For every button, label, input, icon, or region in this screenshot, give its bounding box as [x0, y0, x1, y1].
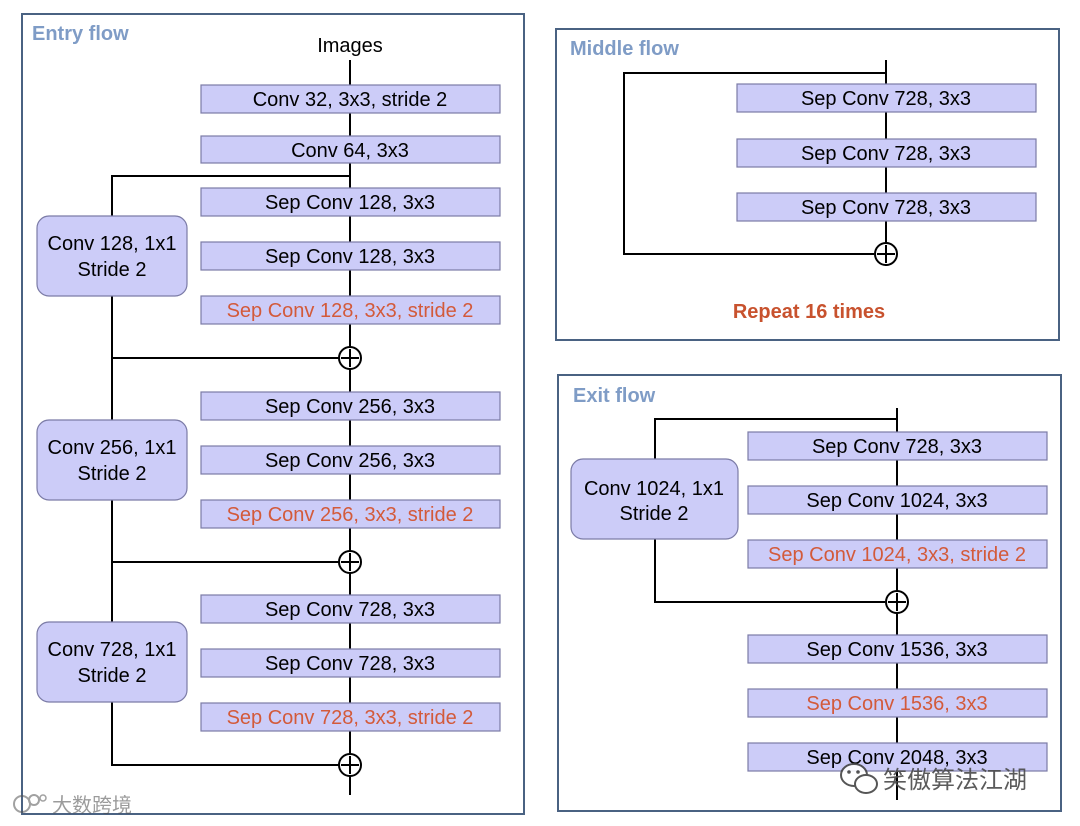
layer-label: Sep Conv 1536, 3x3 — [806, 639, 987, 661]
exit-layer-sep728: Sep Conv 728, 3x3 — [747, 431, 1048, 461]
shortcut-label-line2: Stride 2 — [78, 259, 147, 281]
layer-label: Conv 64, 3x3 — [291, 140, 409, 162]
exit-layer-sep1536-b: Sep Conv 1536, 3x3 — [747, 688, 1048, 718]
exit-layer-sep1536-a: Sep Conv 1536, 3x3 — [747, 634, 1048, 664]
add-node-icon — [338, 550, 362, 574]
layer-label: Sep Conv 1024, 3x3, stride 2 — [768, 544, 1026, 566]
layer-sep728-stride: Sep Conv 728, 3x3, stride 2 — [200, 702, 501, 732]
layer-label: Sep Conv 728, 3x3 — [801, 197, 971, 219]
shortcut-conv1024: Conv 1024, 1x1 Stride 2 — [570, 458, 739, 540]
input-images-label: Images — [317, 35, 383, 57]
watermark-right: 笑傲算法江湖 — [840, 763, 1027, 794]
layer-label: Sep Conv 256, 3x3 — [265, 450, 435, 472]
entry-flow-panel: Entry flow Images Conv 32, 3x3, stride 2… — [21, 13, 525, 815]
shortcut-label-line1: Conv 128, 1x1 — [48, 233, 177, 255]
layer-sep256-b: Sep Conv 256, 3x3 — [200, 445, 501, 475]
layer-label: Sep Conv 256, 3x3 — [265, 396, 435, 418]
layer-sep728-b: Sep Conv 728, 3x3 — [200, 648, 501, 678]
watermark-right-text: 笑傲算法江湖 — [883, 766, 1027, 794]
shortcut-label-line1: Conv 728, 1x1 — [48, 639, 177, 661]
wechat-icon — [840, 763, 878, 794]
watermark-logo-icon — [13, 794, 47, 813]
entry-flow-title: Entry flow — [32, 23, 129, 45]
shortcut-label-line2: Stride 2 — [620, 503, 689, 525]
add-node-icon — [338, 753, 362, 777]
middle-layer-1: Sep Conv 728, 3x3 — [736, 83, 1037, 113]
layer-sep256-a: Sep Conv 256, 3x3 — [200, 391, 501, 421]
watermark-left-text: 大数跨境 — [52, 793, 132, 817]
layer-sep128-a: Sep Conv 128, 3x3 — [200, 187, 501, 217]
layer-label: Sep Conv 728, 3x3 — [265, 599, 435, 621]
middle-residual-line — [623, 72, 886, 255]
shortcut-label-line1: Conv 256, 1x1 — [48, 437, 177, 459]
repeat-label: Repeat 16 times — [733, 301, 885, 323]
shortcut-conv128: Conv 128, 1x1 Stride 2 — [36, 215, 188, 297]
layer-label: Sep Conv 728, 3x3 — [265, 653, 435, 675]
layer-sep256-stride: Sep Conv 256, 3x3, stride 2 — [200, 499, 501, 529]
exit-layer-sep1024-stride: Sep Conv 1024, 3x3, stride 2 — [747, 539, 1048, 569]
exit-layer-sep1024: Sep Conv 1024, 3x3 — [747, 485, 1048, 515]
shortcut-conv728: Conv 728, 1x1 Stride 2 — [36, 621, 188, 703]
layer-label: Sep Conv 128, 3x3, stride 2 — [227, 300, 474, 322]
middle-flow-frame — [555, 28, 1060, 341]
add-node-icon — [338, 346, 362, 370]
layer-label: Conv 32, 3x3, stride 2 — [253, 89, 448, 111]
layer-label: Sep Conv 256, 3x3, stride 2 — [227, 504, 474, 526]
layer-label: Sep Conv 728, 3x3 — [801, 88, 971, 110]
shortcut-conv256: Conv 256, 1x1 Stride 2 — [36, 419, 188, 501]
middle-layer-2: Sep Conv 728, 3x3 — [736, 138, 1037, 168]
layer-label: Sep Conv 128, 3x3 — [265, 192, 435, 214]
layer-label: Sep Conv 728, 3x3 — [812, 436, 982, 458]
watermark-left: 大数跨境 — [13, 793, 132, 817]
middle-flow-title: Middle flow — [570, 38, 679, 60]
shortcut-label-line2: Stride 2 — [78, 463, 147, 485]
exit-flow-title: Exit flow — [573, 385, 656, 407]
layer-sep728-a: Sep Conv 728, 3x3 — [200, 594, 501, 624]
layer-sep128-b: Sep Conv 128, 3x3 — [200, 241, 501, 271]
layer-label: Sep Conv 728, 3x3 — [801, 143, 971, 165]
middle-layer-3: Sep Conv 728, 3x3 — [736, 192, 1037, 222]
add-node-icon — [874, 242, 898, 266]
layer-label: Sep Conv 728, 3x3, stride 2 — [227, 707, 474, 729]
middle-flow-panel: Middle flow Sep Conv 728, 3x3 Sep Conv 7… — [555, 28, 1060, 341]
layer-label: Sep Conv 1024, 3x3 — [806, 490, 987, 512]
layer-conv64: Conv 64, 3x3 — [200, 135, 501, 164]
shortcut-label-line2: Stride 2 — [78, 665, 147, 687]
layer-label: Sep Conv 128, 3x3 — [265, 246, 435, 268]
exit-flow-panel: Exit flow Sep Conv 728, 3x3 Sep Conv 102… — [557, 374, 1062, 812]
shortcut-label-line1: Conv 1024, 1x1 — [584, 478, 724, 500]
layer-conv32: Conv 32, 3x3, stride 2 — [200, 84, 501, 114]
layer-label: Sep Conv 1536, 3x3 — [806, 693, 987, 715]
exit-layer-sep2048: Sep Conv 2048, 3x3 — [747, 742, 1048, 772]
add-node-icon — [885, 590, 909, 614]
layer-sep128-stride: Sep Conv 128, 3x3, stride 2 — [200, 295, 501, 325]
